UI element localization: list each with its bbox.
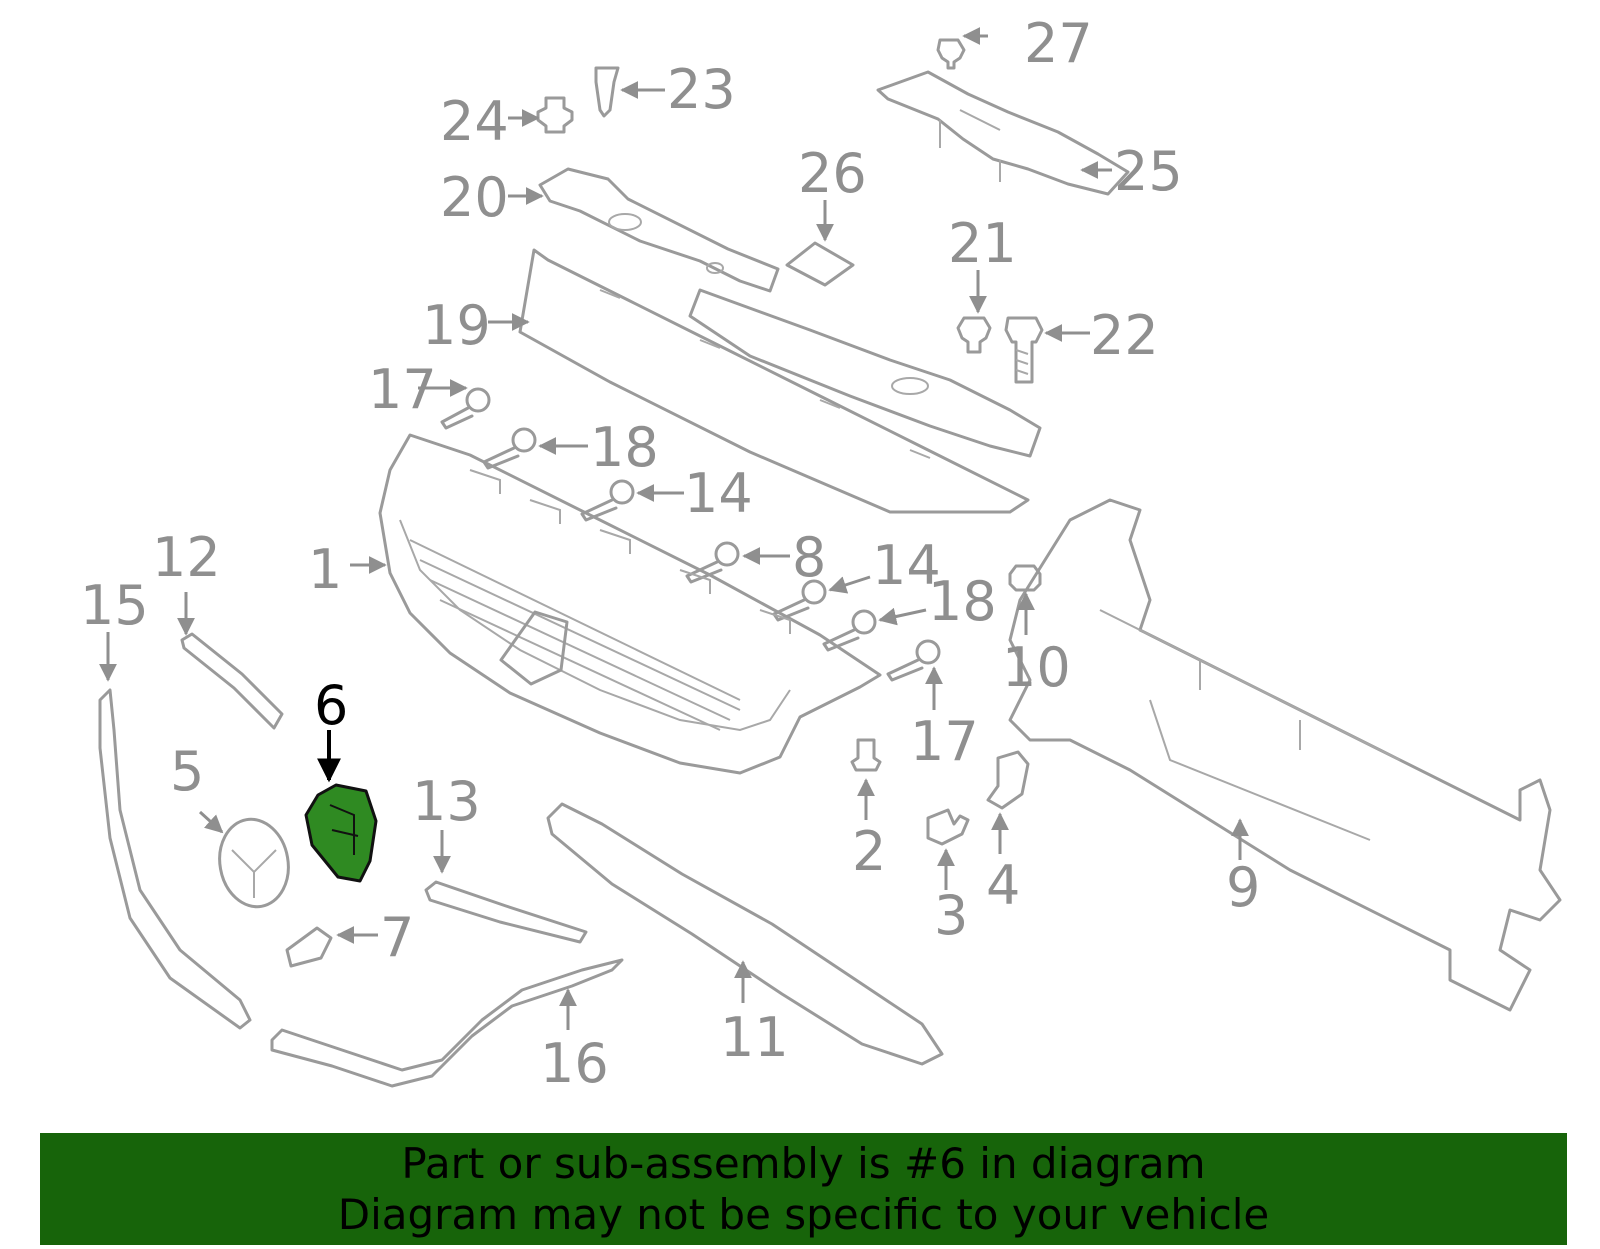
part-16-lower-molding[interactable] [270,958,624,1088]
callout-7: 7 [380,906,414,969]
callout-10: 10 [1002,636,1071,699]
part-23-clip[interactable] [594,66,620,118]
part-19-seal[interactable] [518,248,1030,514]
part-13-molding[interactable] [424,880,588,944]
part-17-screw-lower[interactable] [886,639,941,682]
callout-5: 5 [170,740,204,803]
part-26-pad[interactable] [785,241,855,287]
part-10-clip[interactable] [1008,564,1042,592]
callout-13: 13 [412,770,481,833]
callout-21: 21 [948,212,1017,275]
callout-9: 9 [1226,856,1260,919]
callout-17-upper: 17 [368,358,437,421]
part-14-screw-upper[interactable] [580,479,635,522]
part-2-clip[interactable] [850,738,882,772]
callout-3: 3 [934,884,968,947]
part-20-crossmember[interactable] [688,288,1042,458]
callout-24: 24 [440,90,509,153]
part-18-screw-lower[interactable] [822,609,877,652]
part-24-clip[interactable] [536,96,574,134]
callout-2: 2 [852,820,886,883]
callout-26: 26 [798,142,867,205]
callout-25: 25 [1114,140,1183,203]
leader-lines [99,27,1249,1030]
part-20-upper-bracket[interactable] [538,167,780,293]
part-1-grille[interactable] [378,433,882,775]
callout-12: 12 [152,526,221,589]
part-12-molding[interactable] [180,632,284,730]
callout-18-upper: 18 [590,416,659,479]
part-6-emblem-mount[interactable] [304,783,378,883]
banner-line-2: Diagram may not be specific to your vehi… [337,1190,1270,1239]
callout-labels: 27 23 24 25 26 20 21 22 19 17 18 14 8 1 … [80,12,1260,1095]
callout-20: 20 [440,166,509,229]
part-15-side-molding[interactable] [98,688,252,1030]
callout-6: 6 [314,674,348,737]
part-18-screw-upper[interactable] [482,427,537,470]
callout-14-upper: 14 [684,462,753,525]
callout-11: 11 [720,1006,789,1069]
part-7-bracket[interactable] [285,926,333,968]
callout-15: 15 [80,574,149,637]
part-14-screw-lower[interactable] [772,579,827,622]
info-banner: Part or sub-assembly is #6 in diagram Di… [40,1133,1567,1245]
callout-22: 22 [1090,304,1159,367]
part-11-lower-strip[interactable] [546,802,944,1066]
callout-19: 19 [422,294,491,357]
part-9-reinforcement[interactable] [1008,498,1562,1012]
callout-4: 4 [986,854,1020,917]
part-27-clip[interactable] [936,38,966,70]
callout-18-lower: 18 [928,570,997,633]
part-17-screw-upper[interactable] [440,387,491,430]
banner-line-1: Part or sub-assembly is #6 in diagram [401,1139,1206,1188]
callout-14-lower: 14 [872,534,941,597]
part-21-clip[interactable] [956,316,992,354]
part-25-upper-cover[interactable] [876,70,1130,196]
part-3-bracket[interactable] [926,808,970,846]
callout-17-lower: 17 [910,710,979,773]
callout-1: 1 [308,538,342,601]
callout-8: 8 [792,526,826,589]
part-8-screw[interactable] [685,541,740,584]
part-5-emblem[interactable] [213,814,295,912]
callout-27: 27 [1024,12,1093,75]
part-22-bolt[interactable] [1004,316,1044,384]
part-4-bracket[interactable] [986,750,1030,810]
callout-16: 16 [540,1032,609,1095]
callout-23: 23 [667,58,736,121]
